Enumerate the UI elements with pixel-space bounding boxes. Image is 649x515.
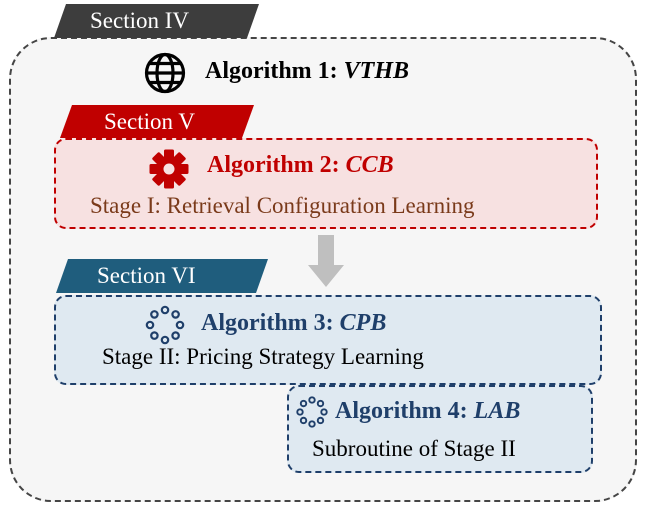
algorithm-3-name: CPB bbox=[339, 310, 387, 336]
globe-icon bbox=[144, 52, 186, 94]
algorithm-1-title: Algorithm 1: VTHB bbox=[205, 58, 409, 85]
algorithm-4-prefix: Algorithm 4: bbox=[335, 398, 474, 424]
section-iv-tab: Section IV bbox=[54, 4, 259, 38]
algorithm-3-title: Algorithm 3: CPB bbox=[201, 310, 386, 337]
gear-icon bbox=[149, 149, 189, 189]
algorithm-2-prefix: Algorithm 2: bbox=[207, 152, 346, 178]
section-vi-box bbox=[54, 295, 602, 385]
subroutine-text: Subroutine of Stage II bbox=[312, 436, 516, 461]
algorithm-2-title: Algorithm 2: CCB bbox=[207, 152, 394, 179]
subroutine-box bbox=[287, 385, 593, 473]
dots-ring-icon bbox=[145, 305, 185, 345]
section-v-box bbox=[54, 138, 598, 229]
algorithm-2-name: CCB bbox=[345, 152, 394, 178]
algorithm-3-prefix: Algorithm 3: bbox=[201, 310, 340, 336]
algorithm-4-name: LAB bbox=[473, 398, 521, 424]
section-v-tab: Section V bbox=[60, 105, 254, 138]
stage-ii-text: Stage II: Pricing Strategy Learning bbox=[102, 344, 424, 369]
algorithm-1-prefix: Algorithm 1: bbox=[205, 58, 344, 84]
algorithm-1-name: VTHB bbox=[343, 58, 409, 84]
stage-i-text: Stage I: Retrieval Configuration Learnin… bbox=[90, 193, 475, 218]
algorithm-4-title: Algorithm 4: LAB bbox=[335, 398, 520, 425]
dots-ring-icon bbox=[296, 396, 328, 428]
down-arrow bbox=[308, 235, 344, 287]
section-vi-tab: Section VI bbox=[56, 259, 268, 293]
